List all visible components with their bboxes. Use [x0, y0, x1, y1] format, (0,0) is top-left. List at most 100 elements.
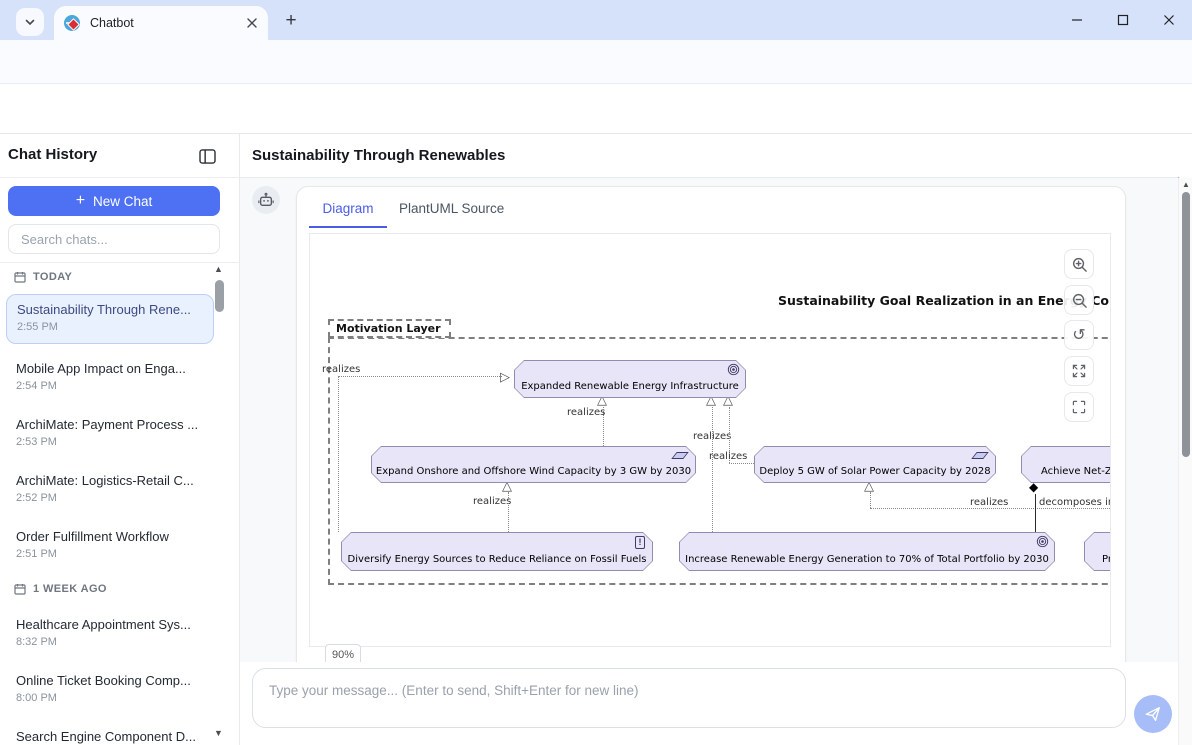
- message-composer: [240, 662, 1178, 745]
- fullscreen-button[interactable]: [1064, 392, 1094, 422]
- motivation-layer-label: Motivation Layer: [328, 319, 451, 338]
- edge-line: [338, 376, 339, 532]
- composition-diamond-icon: ◆: [1029, 480, 1039, 494]
- main-content: Diagram PlantUML Source Sustainability G…: [240, 178, 1178, 745]
- browser-toolbar: ai-toolbox.visual-paradigm.com/app/chatb…: [0, 40, 1192, 118]
- edge-line: [1035, 494, 1036, 532]
- edge-label-realizes: realizes: [322, 364, 361, 375]
- chat-item-order-fulfillment[interactable]: Order Fulfillment Workflow 2:51 PM: [16, 529, 216, 560]
- chat-item-title: Healthcare Appointment Sys...: [16, 617, 191, 632]
- edge-line: [729, 407, 730, 463]
- realization-arrowhead-icon: △: [597, 392, 607, 407]
- message-input[interactable]: [252, 668, 1126, 728]
- chat-history-sidebar: Chat History + New Chat TODAY Sustainabi…: [0, 134, 240, 745]
- plus-icon: +: [75, 192, 86, 209]
- browser-tab[interactable]: Chatbot: [54, 6, 268, 40]
- chat-item-time: 2:53 PM: [16, 436, 57, 448]
- sidebar-divider: [0, 262, 240, 263]
- page-scroll-up-icon[interactable]: ▲: [1182, 180, 1190, 189]
- tab-close-icon[interactable]: [246, 17, 258, 29]
- chat-item-title: ArchiMate: Logistics-Retail C...: [16, 473, 194, 488]
- node-prioritize: Prior: [1084, 532, 1111, 571]
- realization-arrowhead-icon: △: [706, 392, 716, 407]
- robot-icon: [258, 192, 274, 206]
- sidebar-scroll-up-icon[interactable]: ▲: [214, 264, 223, 274]
- send-plane-icon: [1145, 707, 1160, 721]
- new-tab-button[interactable]: +: [285, 10, 297, 31]
- edge-line: [729, 463, 754, 464]
- edge-line: [603, 407, 604, 446]
- sidebar-scrollbar-thumb[interactable]: [215, 280, 224, 312]
- new-chat-button[interactable]: + New Chat: [8, 186, 220, 216]
- chat-item-search-engine[interactable]: Search Engine Component D...: [16, 729, 216, 744]
- chat-item-time: 2:52 PM: [16, 492, 57, 504]
- node-diversify-energy-sources: ! Diversify Energy Sources to Reduce Rel…: [341, 532, 653, 571]
- chat-item-title: Mobile App Impact on Enga...: [16, 361, 186, 376]
- node-increase-renewable-generation: Increase Renewable Energy Generation to …: [679, 532, 1055, 571]
- send-button[interactable]: [1134, 695, 1172, 733]
- page-title: Sustainability Through Renewables: [252, 147, 506, 164]
- sidebar-divider: [0, 177, 240, 178]
- tab-diagram[interactable]: Diagram: [309, 201, 387, 228]
- chat-item-healthcare[interactable]: Healthcare Appointment Sys... 8:32 PM: [16, 617, 216, 648]
- tab-title: Chatbot: [90, 16, 134, 30]
- node-label: Prior: [1102, 554, 1111, 565]
- chevron-down-icon: [24, 16, 36, 28]
- chat-item-logistics-retail[interactable]: ArchiMate: Logistics-Retail C... 2:52 PM: [16, 473, 216, 504]
- edge-label-decomposes: decomposes into: [1039, 497, 1110, 508]
- node-wind-capacity: Expand Onshore and Offshore Wind Capacit…: [371, 446, 696, 483]
- node-label: Increase Renewable Energy Generation to …: [685, 554, 1049, 565]
- diagram-viewport[interactable]: Sustainability Goal Realization in an En…: [309, 233, 1111, 647]
- section-one-week-ago: 1 WEEK AGO: [14, 583, 107, 595]
- node-label: Expand Onshore and Offshore Wind Capacit…: [375, 466, 692, 477]
- chat-item-payment-process[interactable]: ArchiMate: Payment Process ... 2:53 PM: [16, 417, 216, 448]
- edge-label-realizes: realizes: [567, 407, 606, 418]
- chat-item-sustainability[interactable]: Sustainability Through Rene... 2:55 PM: [6, 294, 214, 344]
- search-chats-input[interactable]: [8, 224, 220, 254]
- realization-arrowhead-icon: △: [723, 392, 733, 407]
- app-header: Chatbot Powered by Visual Paradigm More …: [0, 84, 1192, 211]
- node-solar-capacity: Deploy 5 GW of Solar Power Capacity by 2…: [754, 446, 996, 483]
- node-achieve-net-zero: Achieve Net-Zer: [1021, 446, 1111, 483]
- node-label: Deploy 5 GW of Solar Power Capacity by 2…: [759, 466, 991, 477]
- node-expanded-renewable-infrastructure: Expanded Renewable Energy Infrastructure: [514, 360, 746, 398]
- motivation-layer-group: [328, 337, 1110, 585]
- expand-button[interactable]: [1064, 356, 1094, 386]
- page-scrollbar[interactable]: ▲: [1178, 178, 1192, 745]
- chat-item-title: ArchiMate: Payment Process ...: [16, 417, 199, 432]
- tab-search-button[interactable]: [16, 8, 44, 36]
- realization-arrowhead-icon: ▷: [500, 369, 510, 384]
- window-close-button[interactable]: [1146, 0, 1192, 40]
- calendar-icon: [14, 272, 26, 283]
- reset-view-button[interactable]: ↺: [1064, 320, 1094, 350]
- section-label: TODAY: [33, 271, 73, 283]
- section-label: 1 WEEK AGO: [33, 583, 107, 595]
- browser-titlebar: Chatbot +: [0, 0, 1192, 40]
- realization-arrowhead-icon: △: [864, 478, 874, 493]
- edge-label-realizes: realizes: [473, 496, 512, 507]
- window-minimize-button[interactable]: [1054, 0, 1100, 40]
- sidebar-scroll-down-icon[interactable]: ▼: [214, 728, 223, 738]
- section-today: TODAY: [14, 271, 72, 283]
- chat-item-title: Search Engine Component D...: [16, 729, 196, 744]
- edge-label-realizes: realizes: [709, 451, 748, 462]
- edge-line: [508, 492, 509, 532]
- sidebar-collapse-icon[interactable]: [197, 146, 217, 166]
- diagram-title: Sustainability Goal Realization in an En…: [778, 293, 1110, 308]
- edge-label-realizes: realizes: [693, 431, 732, 442]
- message-bot-avatar: [252, 186, 280, 214]
- edge-line: [712, 407, 713, 532]
- tab-plantuml-source[interactable]: PlantUML Source: [399, 201, 505, 216]
- chat-item-title: Sustainability Through Rene...: [17, 302, 191, 317]
- edge-line: [338, 376, 502, 377]
- chat-item-time: 2:54 PM: [16, 380, 57, 392]
- zoom-out-button[interactable]: [1064, 285, 1094, 315]
- page-scrollbar-thumb[interactable]: [1182, 192, 1190, 457]
- chat-item-title: Order Fulfillment Workflow: [16, 529, 169, 544]
- goal-icon: [1036, 535, 1049, 548]
- window-maximize-button[interactable]: [1100, 0, 1146, 40]
- chat-item-mobile-app[interactable]: Mobile App Impact on Enga... 2:54 PM: [16, 361, 216, 392]
- chat-item-ticket-booking[interactable]: Online Ticket Booking Comp... 8:00 PM: [16, 673, 216, 704]
- zoom-in-button[interactable]: [1064, 249, 1094, 279]
- main-title-row: Sustainability Through Renewables: [240, 134, 1178, 178]
